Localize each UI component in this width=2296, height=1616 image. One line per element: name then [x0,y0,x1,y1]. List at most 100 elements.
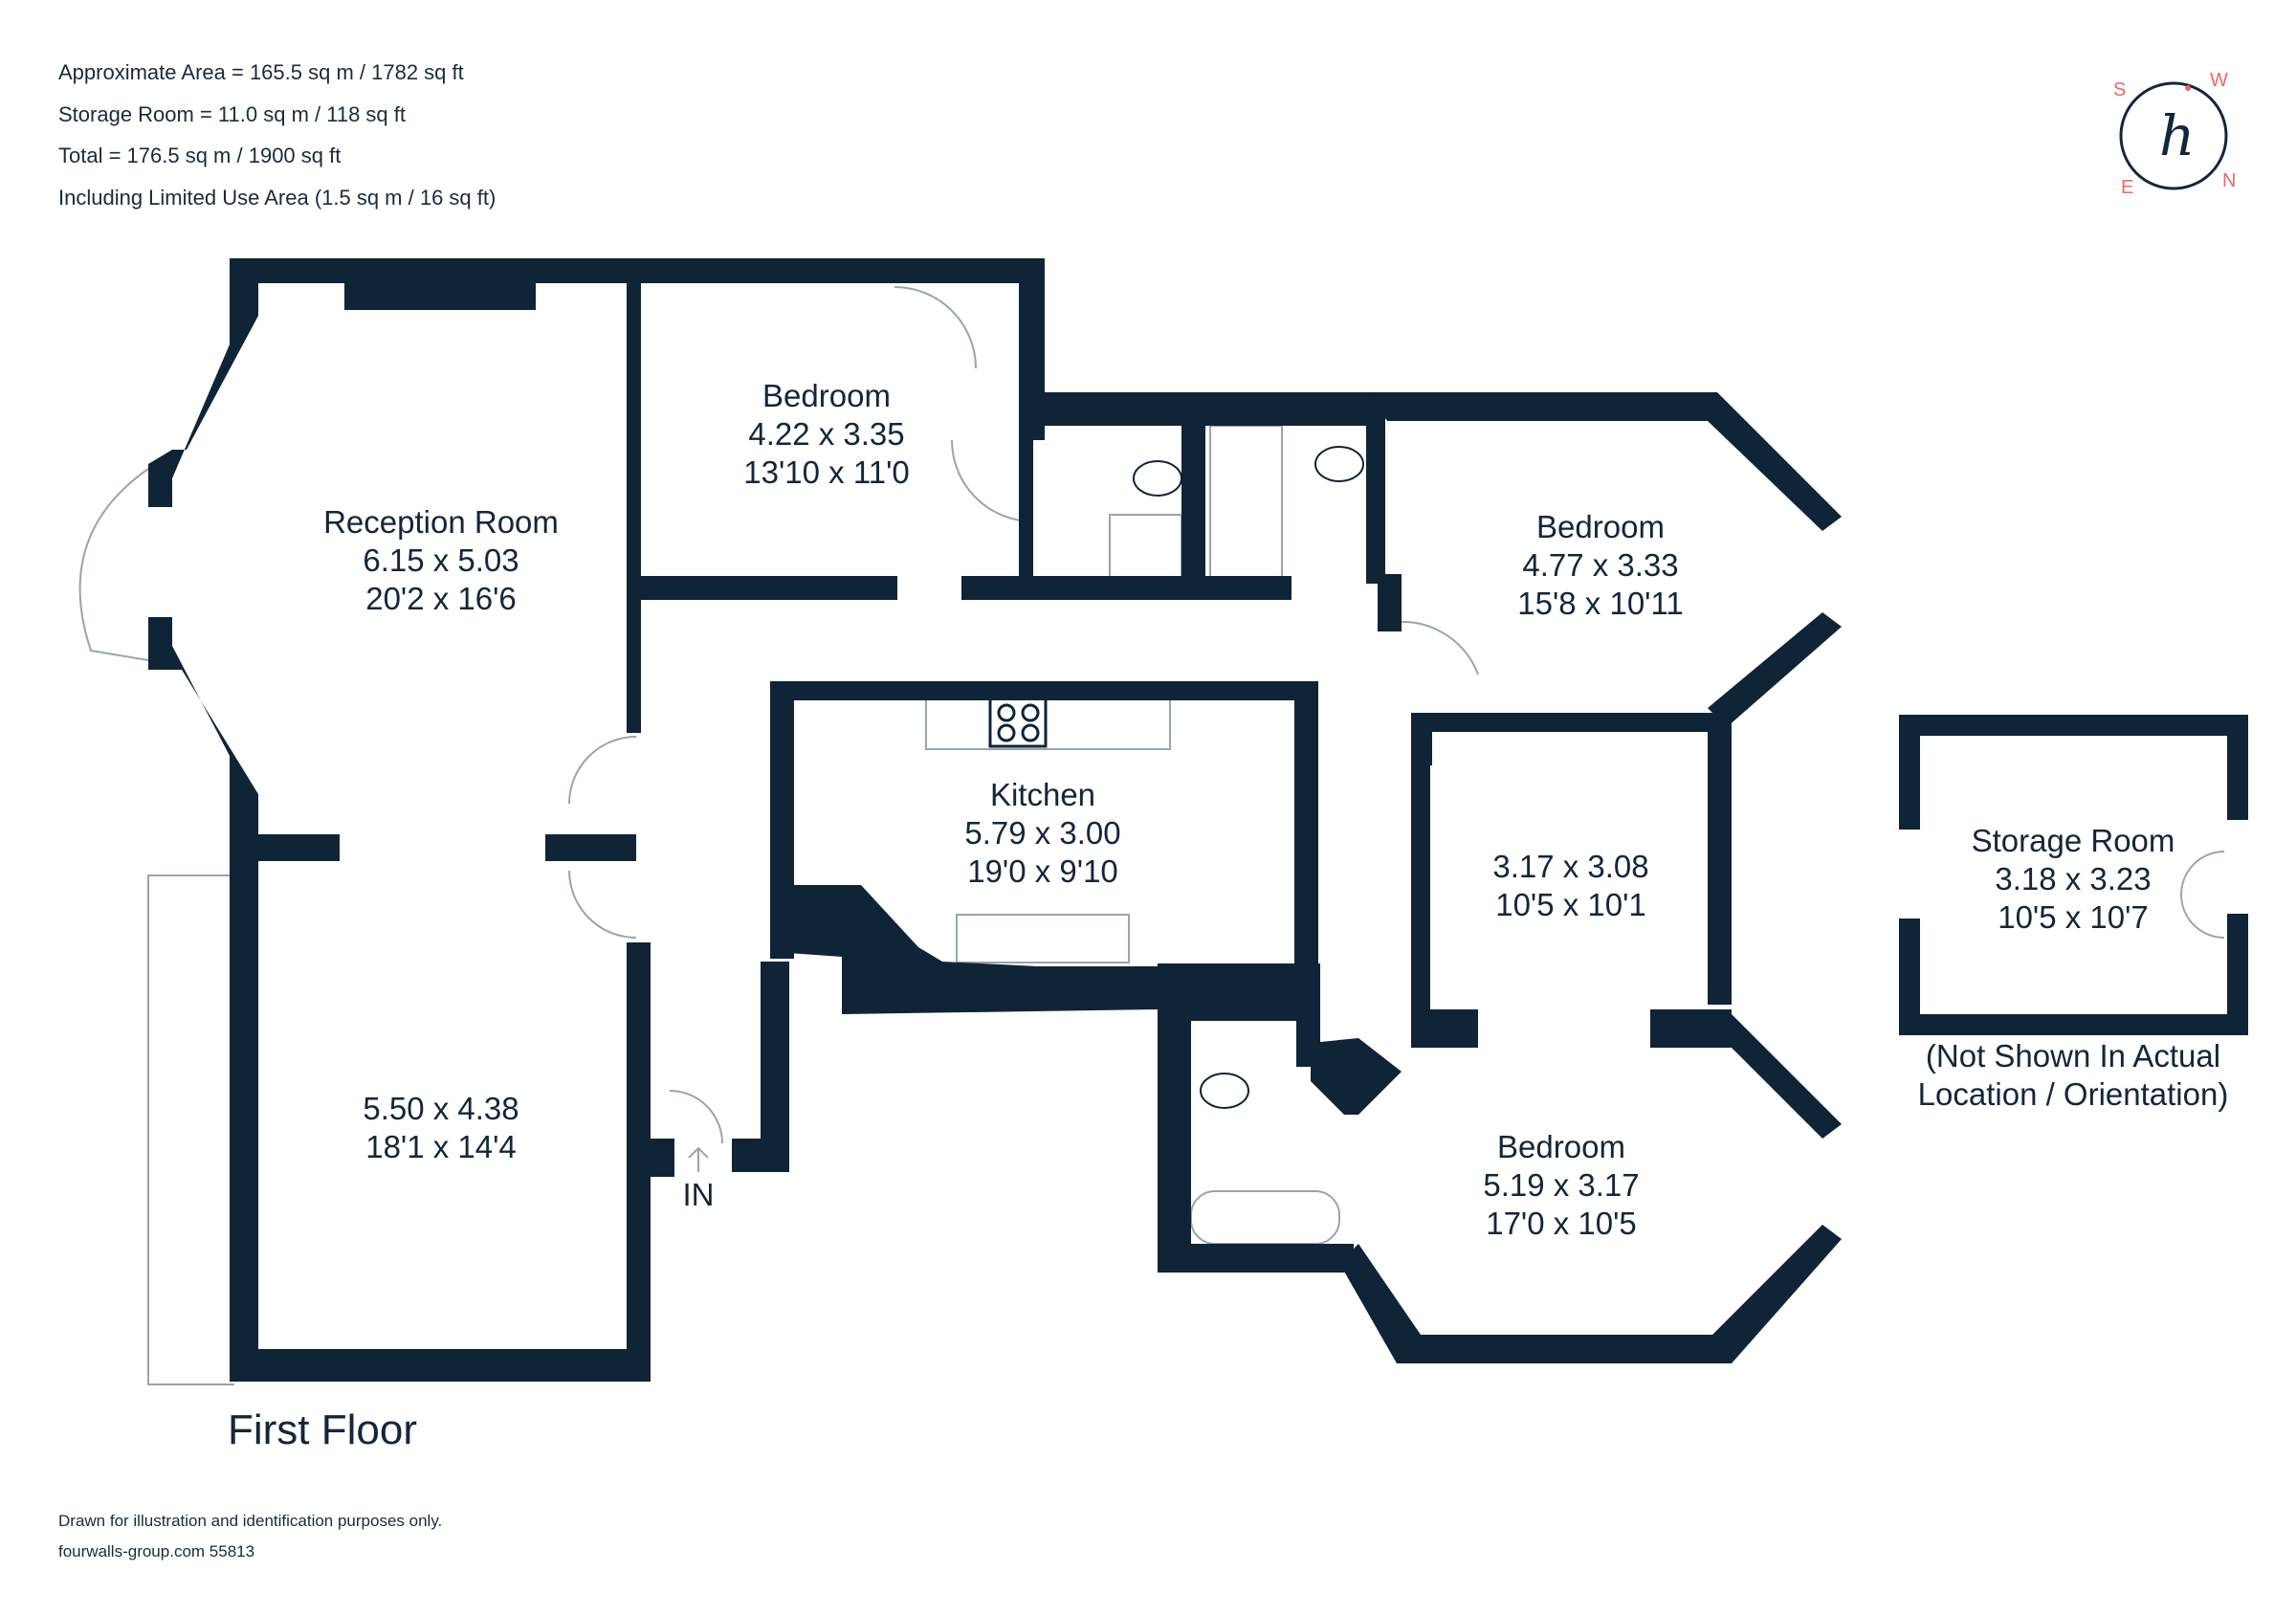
compass-e: E [2121,177,2133,198]
compass-n: N [2222,170,2236,191]
reception-lower-imperial: 18'1 x 14'4 [365,1129,517,1164]
compass-ring [2119,81,2228,190]
toilet-icons [1133,446,1364,1109]
bedroom3-metric: 5.19 x 3.17 [1483,1167,1639,1203]
bath-tub [1190,1190,1340,1245]
compass-logo-icon: h S W E N [2113,70,2236,198]
wall-bedroom2-top [1368,392,1842,531]
bedroom2-imperial: 15'8 x 10'11 [1517,586,1683,621]
disclaimer: Drawn for illustration and identificatio… [58,1512,443,1530]
wall-bath3-left [1158,995,1191,1273]
entrance-arrow-icon [688,1146,709,1172]
kitchen-metric: 5.79 x 3.00 [964,815,1120,851]
approx-area-text: Approximate Area = 165.5 sq m / 1782 sq … [58,60,464,84]
kitchen-imperial: 19'0 x 9'10 [967,853,1118,889]
shower-tray-1 [1109,514,1182,583]
reception-imperial: 20'2 x 16'6 [365,581,517,616]
door-swing-5 [1396,620,1479,675]
wall-bottom [230,1349,651,1382]
kitchen-name: Kitchen [990,777,1095,812]
wall-divider-right [545,834,636,861]
wall-bath3-corner [1311,1038,1402,1115]
compass-w: W [2210,70,2228,91]
wall-bay-lower [148,617,258,794]
room-labels: Reception Room 6.15 x 5.03 20'2 x 16'6 5… [323,378,2228,1241]
door-swing-storage [2180,851,2225,939]
limited-use-text: Including Limited Use Area (1.5 sq m / 1… [58,185,497,210]
storage-wall-right-top [2227,715,2248,820]
door-swing-entrance [669,1090,723,1144]
bedroom1-name: Bedroom [762,378,891,413]
door-swing-1 [894,286,977,369]
thin-lines [78,286,2225,1385]
wall-kitchen-right [1294,681,1318,963]
wall-bedroom2-left [1378,574,1402,631]
wall-bedroom2-bay-lower [1708,612,1842,727]
toilet-icon [1133,460,1182,497]
entrance-label: IN [683,1177,715,1212]
storage-wall-top [1899,715,2248,736]
wall-pier-1 [230,1005,258,1072]
wall-pier-2 [230,1153,258,1220]
storage-imperial: 10'5 x 10'7 [1998,899,2149,935]
wall-reception-right-lower [627,942,651,1378]
mid-room-imperial: 10'5 x 10'1 [1495,887,1646,922]
wall-mid-right [1708,727,1732,1005]
wall-mid-bottom-right [1650,1009,1732,1048]
door-swing-4 [568,870,637,939]
bedroom3-imperial: 17'0 x 10'5 [1486,1206,1637,1241]
wall-mid-left [1411,727,1430,1019]
bedroom2-name: Bedroom [1536,509,1665,544]
shower-tray-2 [1209,425,1283,580]
wall-bath2-right [1366,392,1385,584]
toilet-icon [1314,446,1364,482]
floor-title: First Floor [228,1406,417,1453]
stove-icon [988,697,1048,748]
compass-s: S [2113,79,2126,100]
wall-bath1-left [1019,392,1033,584]
door-swing-3 [568,736,637,805]
wall-bath3-bottom [1158,1244,1354,1273]
compass-dot [2185,85,2191,91]
door-swing-2 [951,439,1034,522]
wall-bath2-top [1272,392,1368,426]
wall-bedroom3-bay-upper [1717,1014,1842,1139]
storage-note-line2: Location / Orientation) [1918,1076,2229,1112]
wall-bedroom2-bottom [1411,713,1732,732]
storage-wall-left-top [1899,715,1920,830]
toilet-icon [1200,1073,1249,1109]
walls [148,258,2248,1382]
chimney-breast [344,277,536,310]
wall-bedroom3-bay-lower [1708,1225,1842,1363]
wall-kitchen-top [770,681,1306,700]
storage-metric: 3.18 x 3.23 [1995,861,2151,897]
wall-bathroom-top [1019,392,1272,426]
storage-wall-right-bottom [2227,914,2248,1035]
wall-bedroom3-bottom [1339,1244,1732,1363]
storage-wall-bottom [1899,1014,2248,1035]
storage-name: Storage Room [1972,823,2175,858]
wall-corridor-top [961,576,1292,600]
bedroom1-metric: 4.22 x 3.35 [748,416,904,452]
reception-name: Reception Room [323,504,559,540]
wall-bath-divider [1181,392,1205,584]
balcony-outline [147,874,234,1385]
wall-hall-stub [761,962,789,1172]
bedroom1-imperial: 13'10 x 11'0 [743,454,909,490]
kitchen-counter-top [925,693,1171,750]
storage-area-text: Storage Room = 11.0 sq m / 118 sq ft [58,101,406,126]
wall-entrance-return [732,1139,789,1172]
total-area-text: Total = 176.5 sq m / 1900 sq ft [58,144,342,167]
bedroom3-name: Bedroom [1497,1129,1625,1164]
wall-bedroom1-bottom [639,576,897,600]
wall-mid-bottom-left [1411,1009,1478,1048]
wall-bay-upper [148,316,258,507]
wall-kitchen-bottom-left [775,885,1158,1014]
wall-left-top [230,258,258,316]
reception-metric: 6.15 x 5.03 [363,542,519,578]
kitchen-counter-bottom [956,914,1130,963]
wall-left [230,794,258,1378]
storage-note-line1: (Not Shown In Actual [1926,1038,2220,1074]
reception-bay-arc [78,468,149,661]
